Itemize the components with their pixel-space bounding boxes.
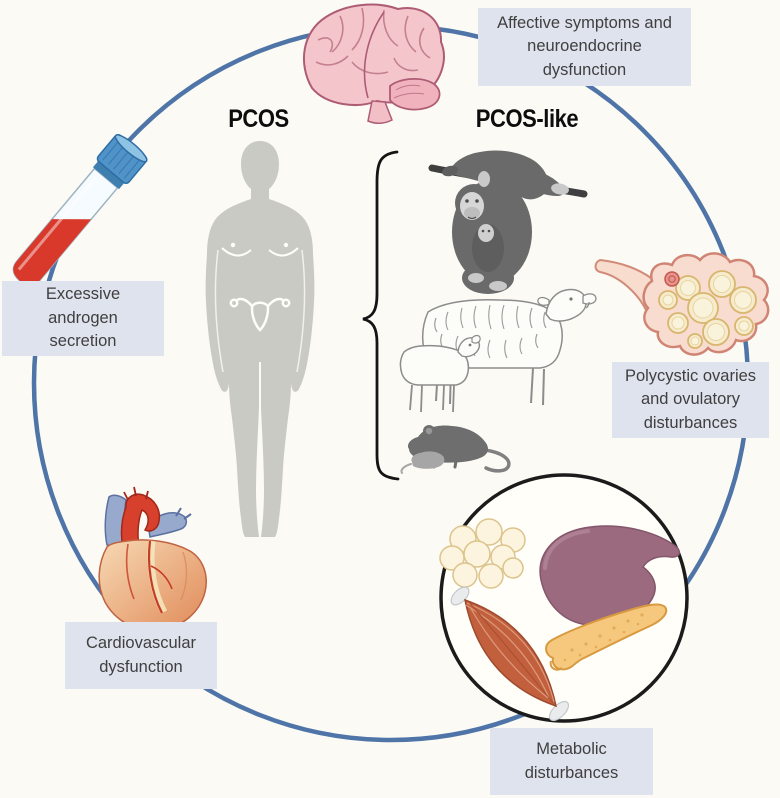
tube-blood bbox=[13, 219, 92, 286]
uterus-glyph bbox=[229, 297, 291, 332]
label-androgen-secretion: Excessive androgen secretion bbox=[2, 281, 164, 356]
sheep-fleece bbox=[434, 304, 547, 359]
body-outline bbox=[205, 141, 315, 537]
breast-contours bbox=[221, 242, 299, 257]
chimp-foot-left bbox=[468, 273, 484, 283]
ovary-corpus-inner bbox=[668, 275, 676, 283]
chimp-shoulders bbox=[449, 150, 549, 200]
heart-septum-band bbox=[147, 540, 168, 614]
arm-gap-left bbox=[214, 249, 224, 373]
blood-tube-icon bbox=[12, 134, 148, 287]
label-polycystic-ovaries: Polycystic ovaries and ovulatory disturb… bbox=[612, 362, 769, 438]
grouping-brace bbox=[362, 150, 400, 481]
lamb-legs bbox=[409, 384, 455, 413]
mouse-tail bbox=[482, 448, 511, 473]
sheep-icon bbox=[399, 288, 597, 413]
chimp-hand-on-branch bbox=[551, 183, 569, 195]
heart-coronary-vessels bbox=[125, 540, 188, 614]
chimp-foot-right bbox=[489, 281, 507, 291]
sheep-ear-right bbox=[582, 293, 597, 305]
label-cardiovascular: Cardiovascular dysfunction bbox=[65, 622, 217, 689]
chimpanzee-icon bbox=[428, 150, 588, 294]
pup-tail bbox=[400, 463, 412, 474]
pcos-heading: PCOS bbox=[228, 105, 289, 133]
chimp-mouth bbox=[467, 216, 477, 220]
tube-cap-ribs bbox=[102, 139, 142, 179]
pancreas-icon bbox=[545, 603, 668, 671]
sheep-head bbox=[545, 288, 587, 322]
tube-collar bbox=[92, 159, 126, 190]
female-silhouette bbox=[205, 141, 315, 537]
chimp-ear bbox=[478, 171, 490, 187]
lamb-ear bbox=[471, 334, 481, 344]
metabolic-organs-circle bbox=[439, 473, 689, 723]
infant-face bbox=[478, 224, 494, 242]
sheep-eye bbox=[569, 297, 573, 301]
ovary-follicles bbox=[658, 270, 757, 349]
ovary-icon bbox=[594, 252, 770, 356]
pup-ear bbox=[417, 453, 423, 459]
brain-icon bbox=[302, 3, 445, 124]
lamb-body bbox=[399, 344, 470, 386]
sheep-muzzle bbox=[585, 301, 590, 309]
mouse-ear-inner bbox=[425, 427, 433, 435]
ovary-corpus-luteum bbox=[664, 271, 680, 287]
arm-gap-right bbox=[296, 249, 306, 373]
muscle-icon bbox=[450, 586, 570, 722]
lamb-eye bbox=[468, 343, 472, 347]
infant-eye-right bbox=[487, 229, 491, 233]
heart-aorta-branches bbox=[123, 486, 149, 501]
tube-highlight bbox=[17, 176, 98, 271]
chimp-hand-left bbox=[442, 165, 458, 177]
chimp-eye-left bbox=[465, 199, 469, 203]
sheep-ear-left bbox=[537, 296, 550, 306]
heart-vessel-branches bbox=[175, 507, 192, 520]
chimp-muzzle bbox=[464, 207, 480, 219]
label-metabolic: Metabolic disturbances bbox=[490, 728, 653, 795]
brain-gyri bbox=[315, 7, 431, 99]
heart-icon bbox=[98, 486, 207, 632]
label-affective-symptoms: Affective symptoms and neuroendocrine dy… bbox=[478, 8, 691, 86]
infant-eye-left bbox=[481, 229, 485, 233]
brainstem bbox=[367, 100, 393, 124]
adipose-icon bbox=[439, 518, 526, 589]
cerebellum bbox=[389, 78, 441, 111]
tube-cap-top bbox=[114, 134, 148, 163]
mouse-icon bbox=[400, 425, 511, 474]
chimp-eye-right bbox=[475, 199, 479, 203]
pcos-like-heading: PCOS-like bbox=[475, 105, 579, 133]
